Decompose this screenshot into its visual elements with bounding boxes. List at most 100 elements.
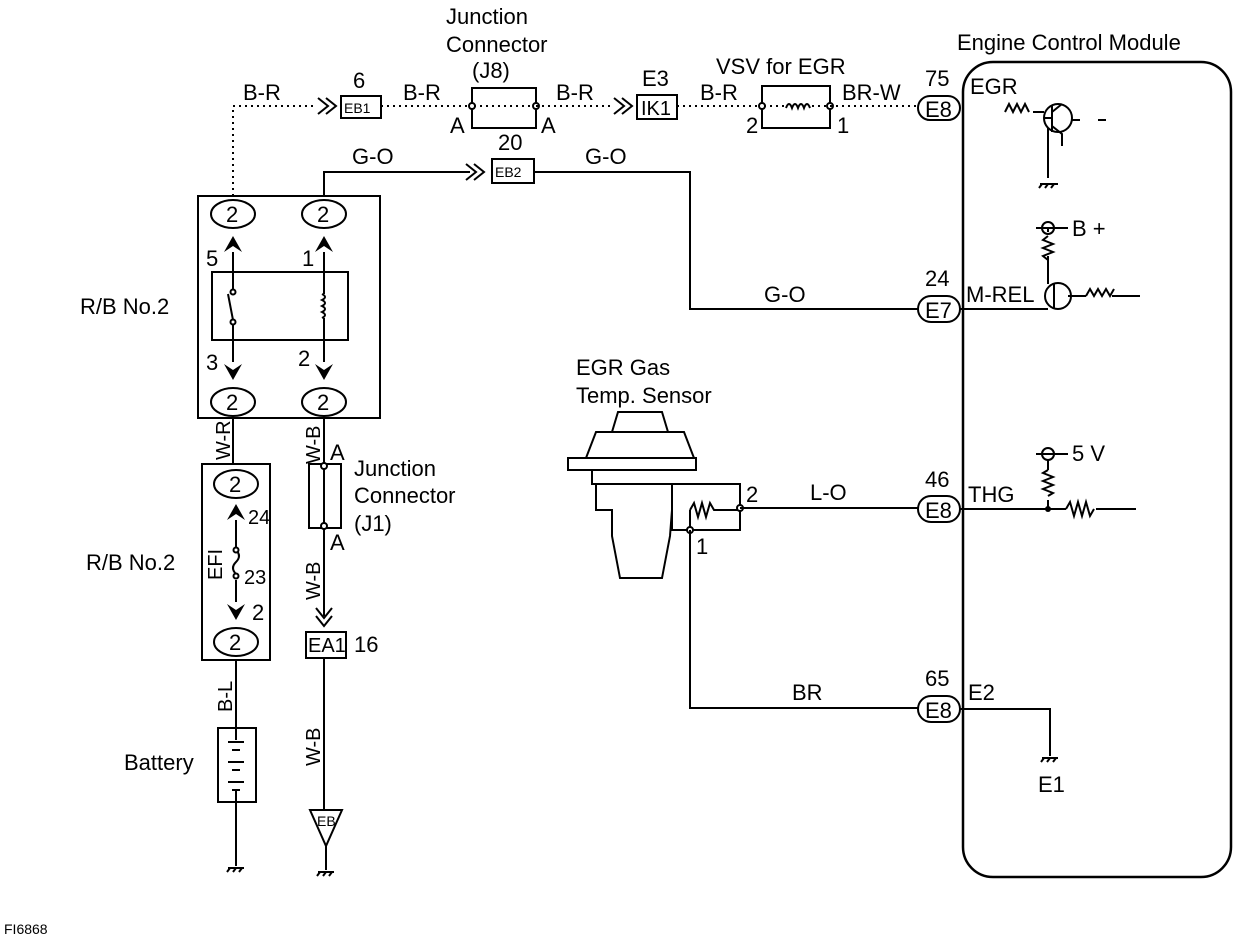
sensor-flange bbox=[567, 457, 697, 471]
wire-eb2-e7 bbox=[534, 171, 918, 310]
relay-switch-contact-bottom bbox=[229, 318, 237, 326]
connector-e8-thg-pin: 46 bbox=[925, 467, 949, 492]
fuse-pin-2: 2 bbox=[252, 600, 264, 625]
ground-eb-icon bbox=[308, 809, 344, 849]
connector-eb2-label: EB2 bbox=[495, 164, 522, 180]
connector-eb2 bbox=[491, 158, 535, 184]
mrel-resistor-icon bbox=[1085, 286, 1115, 299]
relay-box-terminal-top-right bbox=[301, 199, 347, 229]
figure-id: FI6868 bbox=[4, 921, 48, 937]
wire-label-wb1: W-B bbox=[303, 425, 325, 464]
egr-gas-temp-sensor bbox=[567, 411, 744, 579]
sensor-label-1: EGR Gas bbox=[576, 355, 670, 380]
wire-label-br2: B-R bbox=[403, 80, 441, 105]
ecm-terminal-thg: THG bbox=[968, 482, 1014, 507]
terminal-2-e: 2 bbox=[229, 472, 241, 497]
j8-pin-left bbox=[468, 102, 476, 110]
j1-pin-top bbox=[320, 462, 328, 470]
j8-pin-a-right: A bbox=[541, 113, 556, 138]
ecm-terminal-bplus: B + bbox=[1072, 216, 1106, 241]
connector-eb2-pin: 20 bbox=[498, 130, 522, 155]
relay-chevron-2 bbox=[315, 364, 333, 380]
fuse-chevron-24 bbox=[227, 504, 245, 520]
relay-coil-icon bbox=[319, 293, 326, 319]
wire-g-o-riser bbox=[323, 171, 470, 196]
relay-top-leads bbox=[232, 252, 325, 272]
j1-label-1: Junction bbox=[354, 456, 436, 481]
relay-pin-5: 5 bbox=[206, 246, 218, 271]
wire-br bbox=[689, 530, 918, 709]
connector-e7-label: E7 bbox=[925, 298, 952, 323]
sensor-connector bbox=[671, 483, 741, 531]
relay-pin-1: 1 bbox=[302, 246, 314, 271]
wire-label-br4: B-R bbox=[700, 80, 738, 105]
terminal-2-d: 2 bbox=[317, 390, 329, 415]
terminal-2-a: 2 bbox=[226, 202, 238, 227]
wire-label-br3: B-R bbox=[556, 80, 594, 105]
sensor-pin-2: 2 bbox=[746, 482, 758, 507]
j8-label-3: (J8) bbox=[472, 58, 510, 83]
sensor-shoulder bbox=[584, 431, 696, 459]
efi-fuse-icon bbox=[232, 549, 240, 575]
wire-label-wb2: W-B bbox=[303, 561, 325, 600]
wire-label-bl: B-L bbox=[215, 681, 237, 712]
relay-bottom-leads bbox=[232, 340, 325, 362]
ecm-terminal-mrel: M-REL bbox=[966, 282, 1034, 307]
vsv-label: VSV for EGR bbox=[716, 54, 846, 79]
fuse-box-terminal-bottom bbox=[213, 627, 259, 657]
j8-pin-a-left: A bbox=[450, 113, 465, 138]
wire-label-go1: G-O bbox=[352, 144, 394, 169]
ecm-terminal-e1: E1 bbox=[1038, 772, 1065, 797]
ecm-terminal-e2: E2 bbox=[968, 680, 995, 705]
j8-label-1: Junction bbox=[446, 4, 528, 29]
connector-eb1-pin: 6 bbox=[353, 68, 365, 93]
battery-ground-icon bbox=[226, 867, 244, 873]
j1-label-3: (J1) bbox=[354, 511, 392, 536]
relay-box-label-top: R/B No.2 bbox=[80, 294, 169, 319]
mrel-transistor-leads bbox=[1047, 228, 1140, 308]
connector-eb1-label: EB1 bbox=[344, 100, 371, 116]
mrel-transistor-icon bbox=[1044, 282, 1072, 310]
wire-label-go3: G-O bbox=[764, 282, 806, 307]
connector-arrow-ea1 bbox=[315, 607, 333, 628]
fuse-contact-bottom bbox=[232, 572, 240, 580]
connector-e8-e2-label: E8 bbox=[925, 698, 952, 723]
egr-transistor-leads bbox=[1044, 103, 1106, 146]
egr-resistor-icon bbox=[1004, 101, 1044, 115]
connector-arrow-eb2 bbox=[465, 163, 486, 181]
wire-label-br1: B-R bbox=[243, 80, 281, 105]
relay-pin-3: 3 bbox=[206, 350, 218, 375]
vsv-pin-left bbox=[758, 102, 766, 110]
vsv-coil-icon bbox=[785, 103, 811, 111]
sensor-cap bbox=[610, 411, 670, 433]
connector-arrow-ik1 bbox=[613, 97, 634, 115]
connector-ik1-pin: E3 bbox=[642, 66, 669, 91]
junction-connector-j8 bbox=[471, 87, 537, 129]
thg-resistor-icon bbox=[1065, 498, 1095, 520]
terminal-2-b: 2 bbox=[317, 202, 329, 227]
connector-e8-egr bbox=[917, 95, 961, 121]
efi-relay bbox=[211, 271, 349, 341]
sensor-label-2: Temp. Sensor bbox=[576, 383, 712, 408]
sensor-body bbox=[576, 469, 690, 579]
battery-icon bbox=[228, 728, 244, 802]
vsv-pin-2: 2 bbox=[746, 113, 758, 138]
fuse-pin-23: 23 bbox=[244, 567, 266, 589]
ground-eb-lead bbox=[316, 846, 334, 877]
wire-label-br: BR bbox=[792, 680, 823, 705]
j1-label-2: Connector bbox=[354, 483, 456, 508]
relay-chevron-3 bbox=[224, 364, 242, 380]
relay-chevron-1 bbox=[315, 236, 333, 252]
egr-ground-icon bbox=[1038, 183, 1058, 189]
relay-box-terminal-bottom-left bbox=[210, 387, 256, 417]
relay-box-terminal-top-left bbox=[210, 199, 256, 229]
e2-internal-wire bbox=[960, 708, 1051, 756]
fuse-box-terminal-top bbox=[213, 469, 259, 499]
sensor-thermistor-icon bbox=[689, 499, 738, 521]
relay-switch-icon bbox=[227, 272, 234, 340]
relay-box-label-bottom: R/B No.2 bbox=[86, 550, 175, 575]
terminal-2-c: 2 bbox=[226, 390, 238, 415]
ecm-box bbox=[961, 60, 1233, 879]
fuse-pin-24: 24 bbox=[248, 507, 270, 529]
fuse-chevron-2 bbox=[227, 604, 245, 620]
